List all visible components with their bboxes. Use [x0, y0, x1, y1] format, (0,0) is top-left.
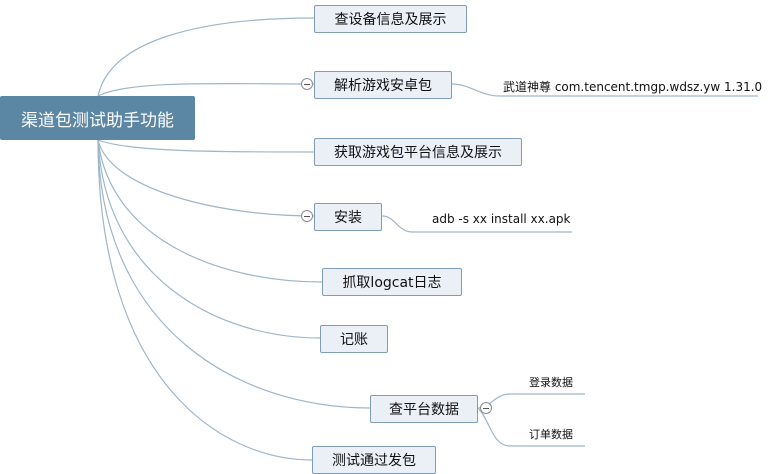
link-parse-package: [97, 82, 315, 97]
link-install-detail: [381, 215, 572, 233]
node-install[interactable]: 安装: [314, 203, 382, 231]
link-parse-detail: [451, 83, 758, 97]
root-node[interactable]: 渠道包测试助手功能: [0, 96, 195, 140]
detail-parse-package: 武道神尊 com.tencent.tmgp.wdsz.yw 1.31.0: [503, 80, 763, 94]
detail-login-data: 登录数据: [529, 376, 573, 389]
node-accounting[interactable]: 记账: [320, 325, 388, 353]
detail-order-data: 订单数据: [529, 428, 573, 441]
node-release[interactable]: 测试通过发包: [312, 446, 436, 474]
link-login-data: [477, 393, 585, 409]
node-platform-data[interactable]: 查平台数据: [370, 395, 478, 423]
link-install: [97, 139, 315, 217]
node-platform-info[interactable]: 获取游戏包平台信息及展示: [314, 138, 522, 166]
link-release: [97, 139, 313, 461]
node-device-info[interactable]: 查设备信息及展示: [314, 5, 467, 33]
link-logcat: [97, 139, 323, 283]
detail-install-cmd: adb -s xx install xx.apk: [432, 212, 571, 226]
link-accounting: [97, 139, 321, 339]
collapse-toggle-icon[interactable]: [301, 210, 313, 222]
node-logcat[interactable]: 抓取logcat日志: [322, 268, 462, 296]
link-platform-info: [97, 139, 315, 153]
node-parse-package[interactable]: 解析游戏安卓包: [314, 71, 452, 99]
collapse-toggle-icon[interactable]: [480, 402, 492, 414]
link-device-info: [97, 17, 315, 97]
link-platform-data: [97, 139, 371, 409]
collapse-toggle-icon[interactable]: [301, 78, 313, 90]
